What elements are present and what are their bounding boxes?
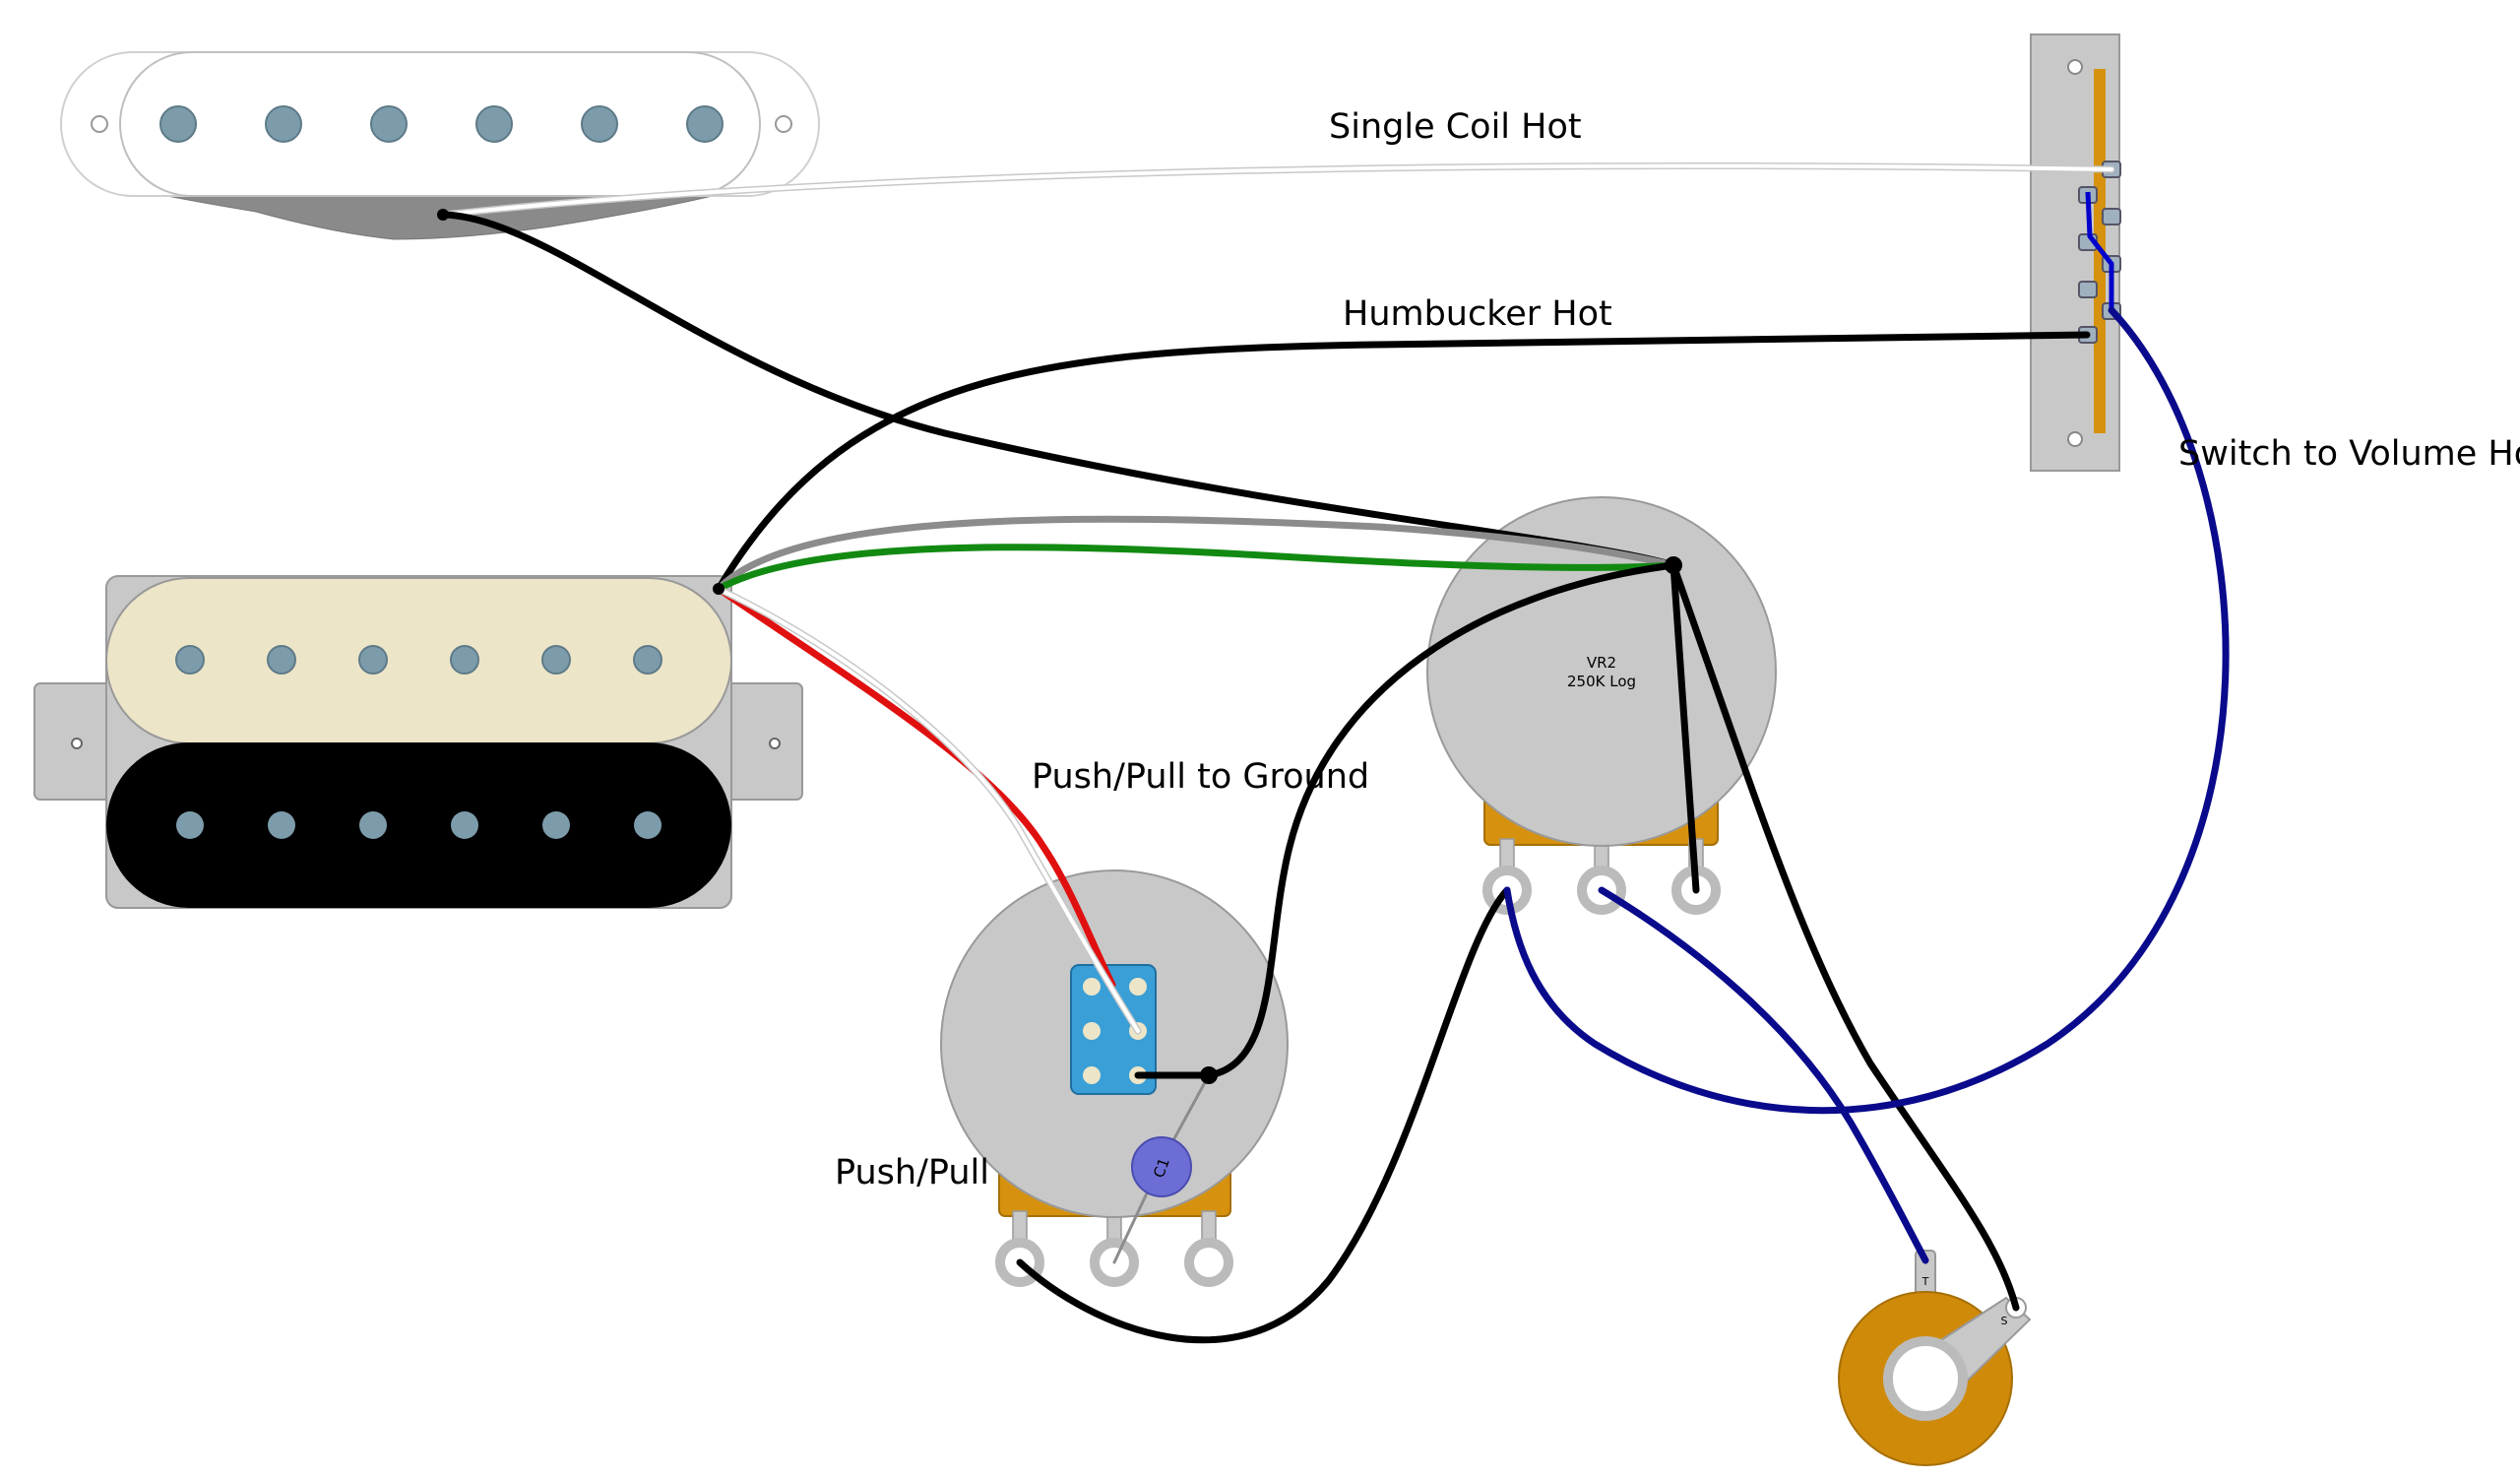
- humbucker-mount-hole-left: [71, 738, 83, 749]
- label-switch-to-volume-hot: Switch to Volume Hot: [2178, 434, 2520, 474]
- wire-push-pull-lug1-to-volume-lug1: [1016, 886, 1511, 1344]
- humbucker-mount-hole-right: [769, 738, 781, 749]
- wire-volume-wiper-to-jack-tip: [1598, 886, 1929, 1264]
- switch-lug: [1083, 1022, 1101, 1040]
- pole-piece: [475, 105, 513, 143]
- label-push-pull: Push/Pull: [835, 1153, 989, 1192]
- pole-piece: [358, 645, 388, 675]
- pole-piece: [633, 645, 662, 675]
- solder-joint: [1665, 556, 1682, 574]
- pole-piece: [634, 811, 662, 839]
- jack-hole: [1883, 1336, 1968, 1421]
- three-way-switch: [2030, 33, 2121, 472]
- wires: [439, 162, 2230, 1344]
- single-coil-cover: [119, 51, 761, 197]
- pole-piece: [176, 811, 204, 839]
- humbucker-pickup: [33, 575, 803, 909]
- humbucker-mount-ear-right: [723, 682, 803, 801]
- label-single-coil-hot: Single Coil Hot: [1329, 107, 1582, 147]
- wire-single-coil-ground: [439, 211, 1677, 569]
- label-push-pull-to-ground: Push/Pull to Ground: [1032, 757, 1369, 797]
- humbucker-pole-pieces-cream: [175, 645, 662, 675]
- humbucker-bobbin-black: [106, 742, 731, 908]
- volume-pot-ref: VR2: [1587, 654, 1616, 672]
- wire-volume-lug3-ground: [1670, 561, 1700, 894]
- pole-piece: [159, 105, 197, 143]
- push-pull-switch-lugs: [1083, 978, 1147, 1084]
- switch-plate: [2030, 33, 2120, 472]
- push-pull-lug-3: [1184, 1238, 1233, 1287]
- pole-piece: [359, 811, 387, 839]
- capacitor-ref: C1: [1150, 1156, 1173, 1181]
- output-jack: T S: [1838, 1250, 2032, 1466]
- pole-piece: [581, 105, 618, 143]
- wire-humbucker-white: [717, 587, 1140, 1033]
- volume-pot-value: 250K Log: [1567, 673, 1636, 690]
- switch-mount-hole-bottom: [2067, 431, 2083, 447]
- jack-tip-marker: T: [1922, 1275, 1929, 1288]
- jack-sleeve-marker: S: [2001, 1315, 2008, 1327]
- switch-lug: [2078, 281, 2098, 298]
- switch-lug: [1083, 978, 1101, 996]
- humbucker-pole-pieces-black: [176, 811, 662, 839]
- single-coil-mount-hole-right: [775, 115, 792, 133]
- solder-joint: [713, 583, 724, 595]
- pole-piece: [267, 645, 296, 675]
- pole-piece: [686, 105, 724, 143]
- capacitor: C1: [1131, 1136, 1192, 1197]
- label-humbucker-hot: Humbucker Hot: [1343, 294, 1612, 334]
- wire-single-coil-hot-core: [441, 163, 2113, 217]
- pole-piece: [541, 645, 571, 675]
- pole-piece: [265, 105, 302, 143]
- pole-piece: [175, 645, 205, 675]
- switch-jumper-wire: [2085, 191, 2114, 310]
- pole-piece: [542, 811, 570, 839]
- pole-piece: [451, 811, 478, 839]
- switch-mount-hole-top: [2067, 59, 2083, 75]
- solder-joint: [437, 209, 449, 221]
- pole-piece: [370, 105, 408, 143]
- wire-push-pull-to-ground: [1134, 561, 1677, 1079]
- single-coil-mount-hole-left: [91, 115, 108, 133]
- pole-piece: [268, 811, 295, 839]
- solder-joint: [1200, 1066, 1218, 1084]
- switch-lug: [2102, 208, 2121, 225]
- single-coil-pickup: [60, 51, 820, 240]
- wire-humbucker-gray: [715, 515, 1677, 593]
- single-coil-pole-pieces: [159, 105, 724, 143]
- wire-switch-to-volume-hot: [1503, 306, 2230, 1115]
- capacitor-body: [1131, 1136, 1192, 1197]
- push-pull-dpdt-switch: [1070, 964, 1157, 1095]
- pole-piece: [450, 645, 479, 675]
- switch-lug: [1129, 978, 1147, 996]
- solder-joints: [437, 209, 1682, 1084]
- wire-volume-ground-to-jack-sleeve: [1670, 561, 2020, 1312]
- switch-lug: [1083, 1066, 1101, 1084]
- push-pull-pot: [940, 869, 1289, 1287]
- wire-humbucker-hot: [715, 331, 2091, 593]
- wire-humbucker-red: [715, 585, 1116, 989]
- wire-humbucker-green: [715, 544, 1677, 593]
